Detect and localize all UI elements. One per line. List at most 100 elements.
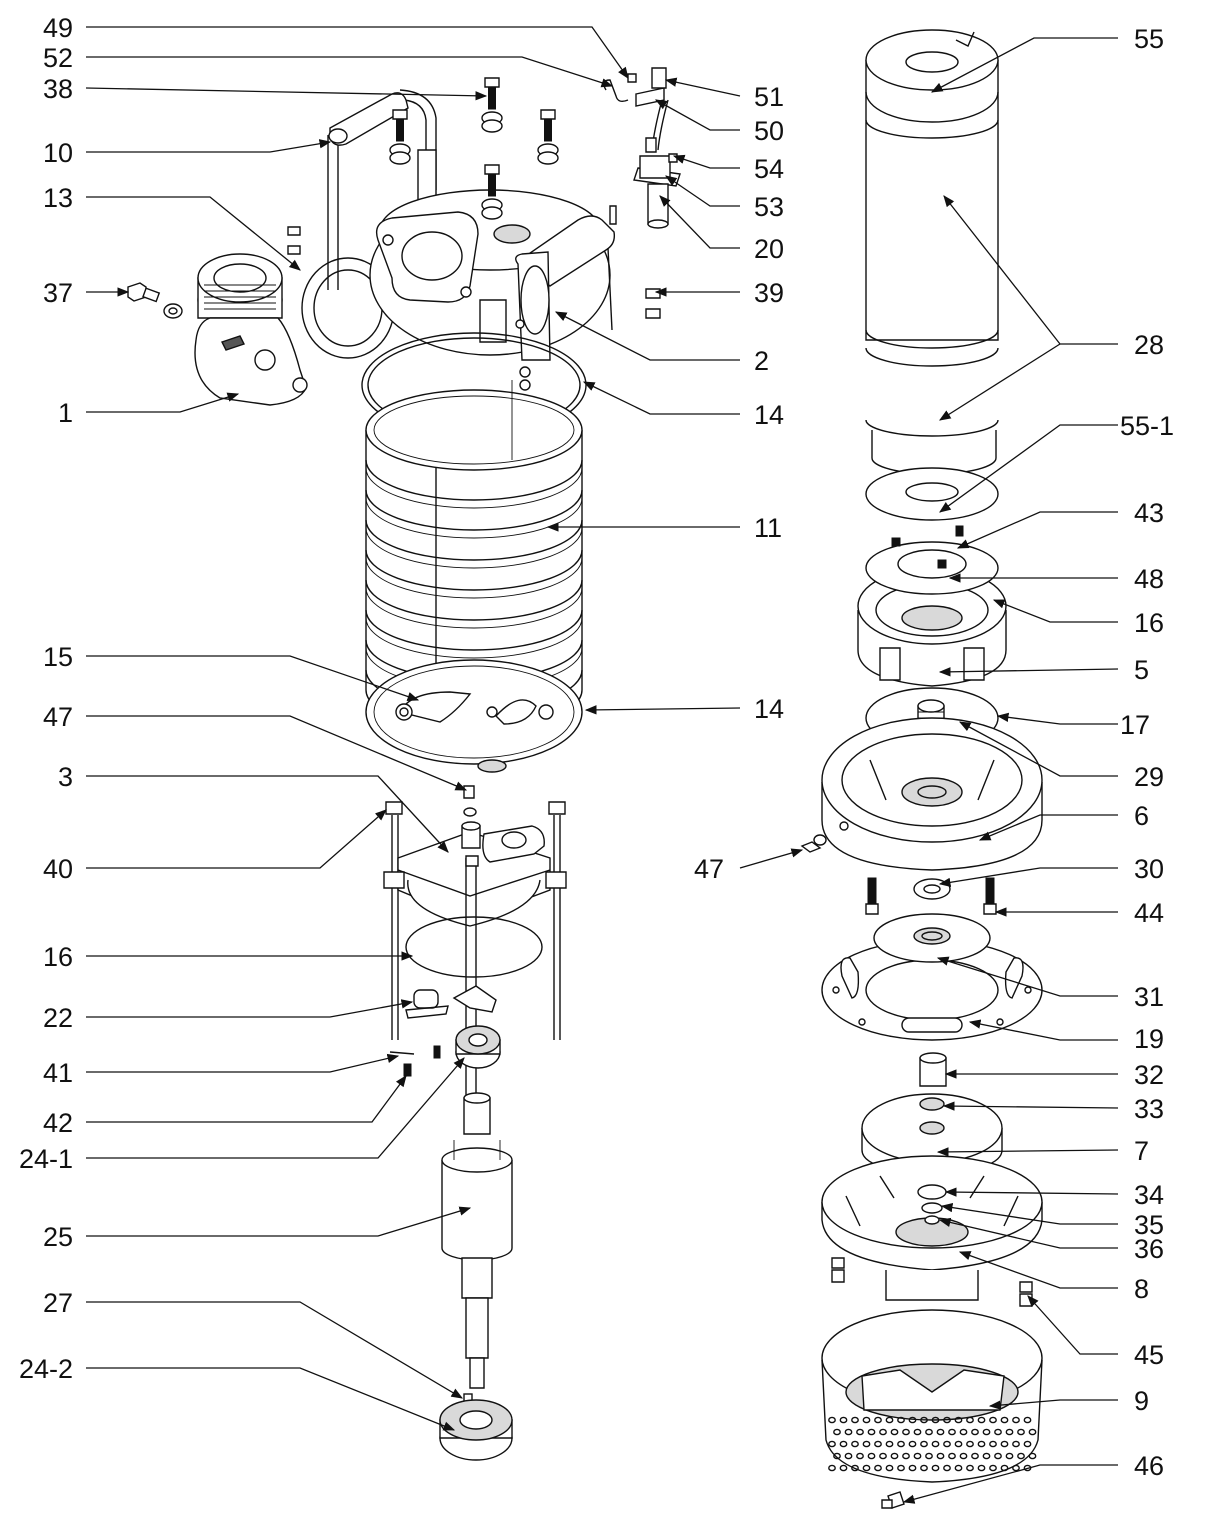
bolts-38 <box>288 78 660 318</box>
callout-25: 25 <box>43 1222 73 1252</box>
callout-19: 19 <box>1134 1024 1164 1054</box>
strainer-hole <box>990 1465 996 1470</box>
strainer-hole <box>926 1429 932 1434</box>
strainer-hole <box>1024 1417 1030 1422</box>
strainer-hole <box>1013 1441 1019 1446</box>
callout-15: 15 <box>43 642 73 672</box>
strainer-hole <box>944 1417 950 1422</box>
callout-16-left: 16 <box>43 942 73 972</box>
strainer-hole <box>960 1453 966 1458</box>
strainer-hole <box>875 1417 881 1422</box>
strainer-hole <box>852 1417 858 1422</box>
strainer-hole <box>875 1465 881 1470</box>
strainer-hole <box>886 1417 892 1422</box>
strainer-hole <box>921 1441 927 1446</box>
callout-27: 27 <box>43 1288 73 1318</box>
strainer-hole <box>868 1453 874 1458</box>
callout-29: 29 <box>1134 762 1164 792</box>
strainer-hole <box>967 1465 973 1470</box>
strainer-hole <box>857 1453 863 1458</box>
callout-28: 28 <box>1134 330 1164 360</box>
strainer-hole <box>955 1465 961 1470</box>
strainer-hole <box>967 1441 973 1446</box>
strainer-hole <box>1029 1453 1035 1458</box>
strainer-hole <box>863 1417 869 1422</box>
strainer-hole <box>967 1417 973 1422</box>
strainer-hole <box>937 1453 943 1458</box>
sleeve-top-55 <box>866 30 998 340</box>
strainer-hole <box>903 1429 909 1434</box>
callout-35: 35 <box>1134 1210 1164 1240</box>
bottom-plate <box>366 660 582 772</box>
callout-30: 30 <box>1134 854 1164 884</box>
strainer-hole <box>972 1453 978 1458</box>
strainer-hole <box>880 1453 886 1458</box>
stator-housing <box>366 380 582 730</box>
callout-47-right: 47 <box>694 854 724 884</box>
ring-30-studs-44 <box>866 878 996 914</box>
rotor-25 <box>442 1093 512 1388</box>
callout-36: 36 <box>1134 1234 1164 1264</box>
callout-20: 20 <box>754 234 784 264</box>
strainer-hole <box>875 1441 881 1446</box>
callout-labels: 49 52 38 10 13 37 1 15 47 3 40 16 22 41 … <box>19 13 1174 1481</box>
callout-7: 7 <box>1134 1136 1149 1166</box>
strainer-hole <box>880 1429 886 1434</box>
callout-52: 52 <box>43 43 73 73</box>
diffuser-8 <box>822 1156 1042 1300</box>
strainer-hole <box>834 1429 840 1434</box>
callout-3: 3 <box>58 762 73 792</box>
strainer-hole <box>978 1417 984 1422</box>
strainer-hole <box>1013 1417 1019 1422</box>
callout-43: 43 <box>1134 498 1164 528</box>
callout-1: 1 <box>58 398 73 428</box>
o-ring-16 <box>405 916 543 978</box>
strainer-hole <box>909 1417 915 1422</box>
strainer-hole <box>840 1465 846 1470</box>
callout-42: 42 <box>43 1108 73 1138</box>
capacitor-22 <box>406 990 448 1018</box>
callout-38: 38 <box>43 74 73 104</box>
callout-8: 8 <box>1134 1274 1149 1304</box>
pump-housing-6 <box>822 718 1042 870</box>
strainer-hole <box>972 1429 978 1434</box>
callout-33: 33 <box>1134 1094 1164 1124</box>
callout-16-right: 16 <box>1134 608 1164 638</box>
callout-49: 49 <box>43 13 73 43</box>
strainer-hole <box>914 1429 920 1434</box>
callout-53: 53 <box>754 192 784 222</box>
callout-44: 44 <box>1134 898 1164 928</box>
strainer-hole <box>995 1453 1001 1458</box>
strainer-hole <box>863 1465 869 1470</box>
callout-13: 13 <box>43 183 73 213</box>
strainer-hole <box>829 1441 835 1446</box>
bearing-24-1 <box>456 1026 500 1068</box>
bearing-24-2 <box>440 1400 512 1460</box>
strainer-hole <box>852 1441 858 1446</box>
small-screws-41-42 <box>390 1046 440 1076</box>
strainer-hole <box>863 1441 869 1446</box>
strainer-hole <box>932 1441 938 1446</box>
callout-46: 46 <box>1134 1451 1164 1481</box>
strainer-hole <box>857 1429 863 1434</box>
callout-10: 10 <box>43 138 73 168</box>
callout-14-bottom: 14 <box>754 694 784 724</box>
seal-housing-3 <box>384 786 566 1100</box>
strainer-hole <box>914 1453 920 1458</box>
callout-5: 5 <box>1134 655 1149 685</box>
callout-54: 54 <box>754 154 784 184</box>
callout-31: 31 <box>1134 982 1164 1012</box>
strainer-hole <box>944 1441 950 1446</box>
strainer-hole <box>886 1465 892 1470</box>
callout-40: 40 <box>43 854 73 884</box>
strainer-hole <box>891 1429 897 1434</box>
strainer-hole <box>944 1465 950 1470</box>
strainer-hole <box>840 1417 846 1422</box>
callout-24-1: 24-1 <box>19 1144 73 1174</box>
strainer-hole <box>990 1441 996 1446</box>
strainer-hole <box>926 1453 932 1458</box>
strainer-hole <box>909 1465 915 1470</box>
strainer-hole <box>990 1417 996 1422</box>
callout-32: 32 <box>1134 1060 1164 1090</box>
